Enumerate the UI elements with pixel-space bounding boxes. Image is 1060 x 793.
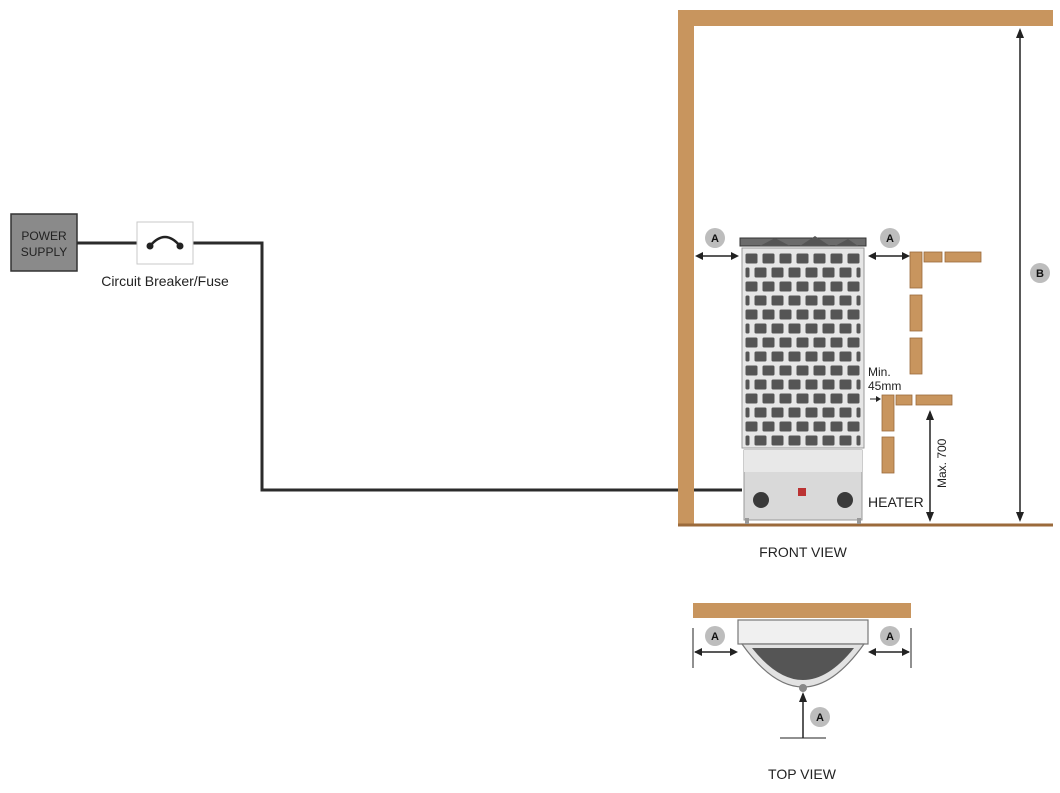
power-supply-box: POWER SUPPLY <box>10 213 78 272</box>
circuit-breaker: Circuit Breaker/Fuse <box>101 221 229 289</box>
heater-logo-icon <box>798 488 806 496</box>
clearance-label-a-left: A <box>711 233 719 245</box>
stone-cage-pattern <box>745 253 861 446</box>
power-supply-label-line2: SUPPLY <box>21 245 67 259</box>
max-height-dimension: Max. 700 <box>926 410 949 522</box>
heater-knob-left-icon <box>753 492 769 508</box>
heater-knob-right-icon <box>837 492 853 508</box>
room-walls <box>678 10 1053 527</box>
breaker-symbol-icon <box>146 235 184 250</box>
label-bubble-b <box>1030 263 1050 283</box>
top-clearance-label-right: A <box>886 631 894 643</box>
clearance-left-front: A <box>695 228 739 260</box>
top-clearance-label-left: A <box>711 631 719 643</box>
min-gap-line2: 45mm <box>868 379 901 393</box>
supply-wire <box>77 241 742 492</box>
power-supply-label-line1: POWER <box>21 229 67 243</box>
clearance-label-a-right: A <box>886 233 894 245</box>
top-view-clearance: A A A <box>692 626 912 739</box>
breaker-label: Circuit Breaker/Fuse <box>101 273 229 289</box>
top-view-title: TOP VIEW <box>768 766 837 782</box>
clearance-right-front: A <box>868 228 910 260</box>
sauna-heater <box>739 236 867 524</box>
wooden-guard-rail <box>881 251 982 474</box>
top-view-wall <box>693 603 911 618</box>
min-gap-line1: Min. <box>868 365 891 379</box>
top-view-heater <box>737 619 869 692</box>
height-dimension-b: B <box>1016 28 1050 522</box>
height-label-b: B <box>1036 268 1044 280</box>
top-clearance-label-front: A <box>816 712 824 724</box>
min-gap-annotation: Min. 45mm <box>868 365 901 402</box>
max-height-label: Max. 700 <box>935 438 949 488</box>
front-view-title: FRONT VIEW <box>759 544 847 560</box>
heater-label: HEATER <box>868 494 924 510</box>
